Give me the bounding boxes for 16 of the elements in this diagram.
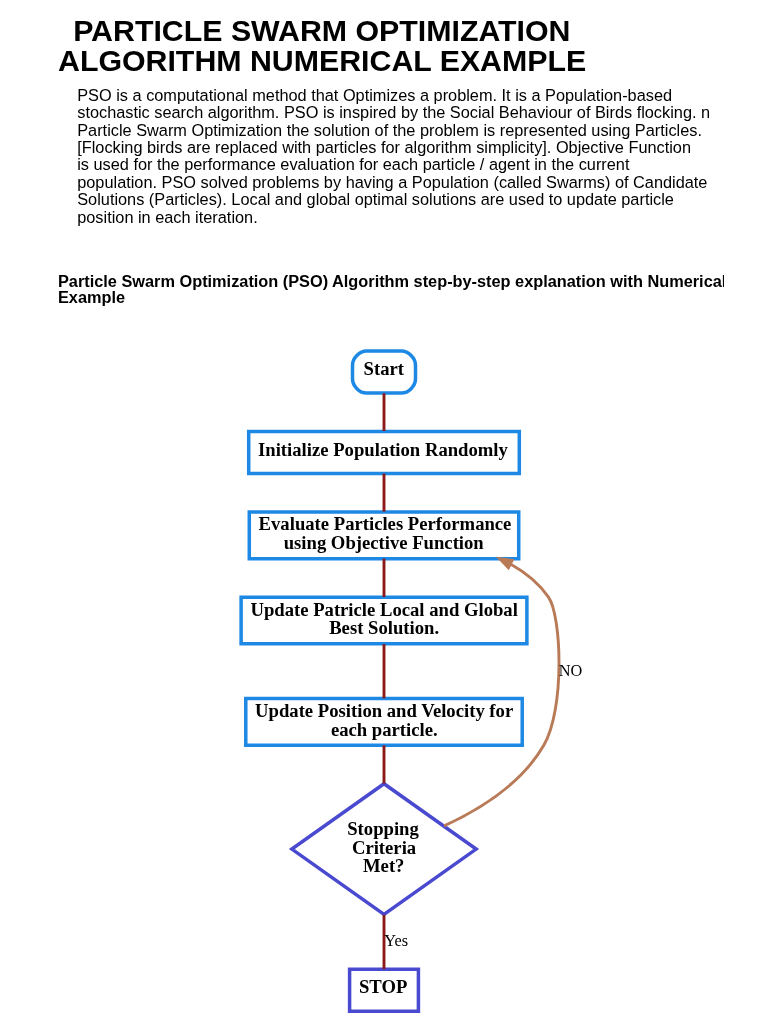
arrow [443, 556, 561, 828]
label: PSO is a computational method that Optimizes a problem. It is a Population-based stochastic search algorithm. PSO is inspired by the Social Behaviour of Birds flocking. n Particle Swarm Optimization the solution of the problem is represented using Particles. [Flocking birds are replaced with particles for algorithm simplicity]. Objective Function is used for the performance evaluation for each particle / agent in the current population. PSO solved problems by having a Population (called Swarms) of Candidate Solutions (Particles). Local and global optimal solutions are used to update particle position in each iteration. [77, 85, 711, 226]
connector [382, 393, 386, 431]
diagram-title: PARTICLE SWARM OPTIMIZATION ALGORITHM NUMERICAL EXAMPLE [58, 13, 587, 77]
node-diamond: Stopping Criteria Met? [288, 781, 480, 917]
node-box: Update Patricle Local and Global Best Solution. [239, 595, 529, 646]
node-box: STOP [347, 967, 421, 1013]
connector [382, 473, 386, 512]
connector [382, 745, 386, 784]
node-box: Evaluate Particles Performance using Objective Function [247, 510, 521, 561]
connector [382, 644, 386, 699]
node-box: Update Position and Velocity for each particle. [244, 696, 524, 748]
node-box: Initialize Population Randomly [246, 429, 522, 476]
connector [382, 558, 386, 598]
node-box: Start [350, 349, 418, 395]
connector [382, 914, 386, 969]
